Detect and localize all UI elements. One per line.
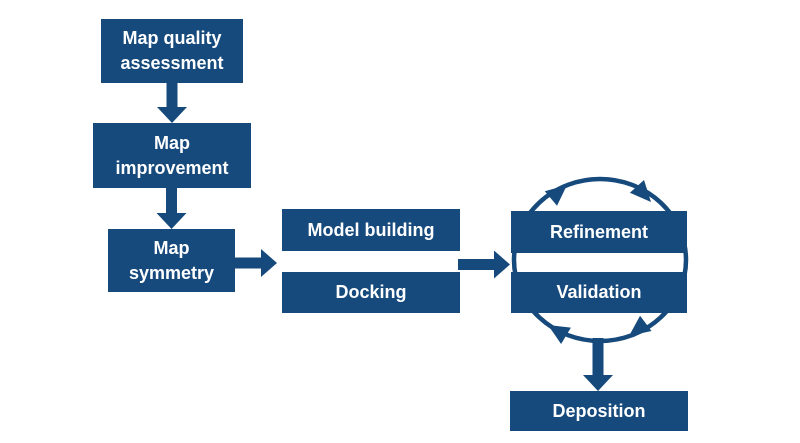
- node-map-quality-assessment: Map quality assessment: [101, 19, 243, 83]
- node-map-improvement-label: Map improvement: [115, 132, 229, 178]
- node-refinement-label: Refinement: [549, 221, 648, 242]
- node-validation: Validation: [511, 272, 687, 313]
- cycle-arrowhead-top-right-icon: [629, 180, 651, 202]
- node-deposition-label: Deposition: [552, 400, 646, 421]
- arrow-building-to-refinement-icon: [458, 250, 510, 279]
- node-model-building: Model building: [282, 209, 460, 251]
- node-refinement: Refinement: [511, 211, 687, 253]
- node-model-building-label: Model building: [307, 219, 435, 240]
- node-map-quality-assessment-label: Map quality assessment: [120, 28, 224, 73]
- node-docking-label: Docking: [335, 282, 407, 302]
- node-validation-label: Validation: [556, 282, 642, 302]
- arrow-symmetry-to-building-icon: [235, 249, 277, 277]
- cycle-arrowhead-bottom-right-icon: [629, 315, 652, 336]
- node-deposition: Deposition: [510, 391, 688, 431]
- cycle-arrowhead-bottom-left-icon: [548, 325, 571, 344]
- arrow-improvement-to-symmetry-icon: [156, 188, 187, 229]
- arrow-quality-to-improvement-icon: [157, 83, 187, 123]
- node-map-improvement: Map improvement: [93, 123, 251, 188]
- arrow-cycle-to-deposition-icon: [583, 338, 613, 391]
- node-docking: Docking: [282, 272, 460, 313]
- node-map-symmetry-label: Map symmetry: [128, 237, 215, 283]
- cycle-arrowhead-top-left-icon: [544, 185, 567, 206]
- node-map-symmetry: Map symmetry: [108, 229, 235, 292]
- cycle-ellipse: [511, 176, 689, 344]
